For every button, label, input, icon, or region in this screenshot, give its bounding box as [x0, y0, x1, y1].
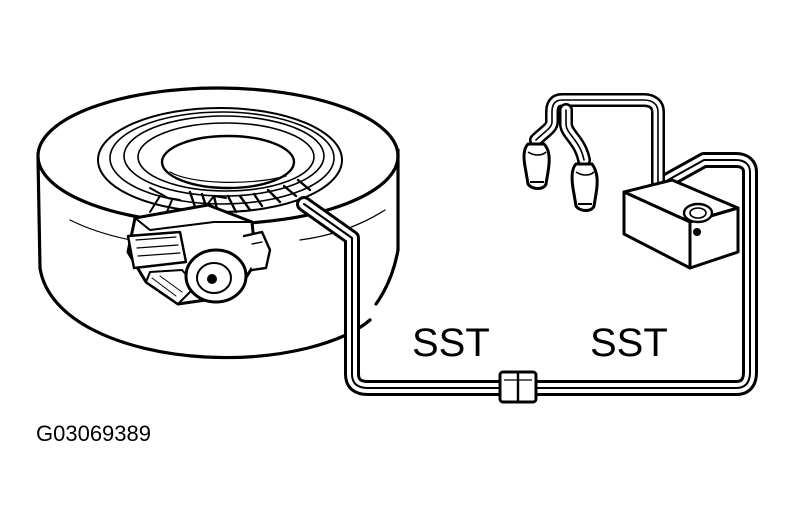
- inline-connector: [498, 370, 538, 404]
- lead-plug-2: [570, 162, 599, 212]
- battery-leads: [529, 93, 665, 191]
- sst-label-left: SST: [412, 321, 490, 365]
- airbag-module: [126, 195, 272, 306]
- lead-plug-1: [522, 142, 551, 190]
- figure-id: G03069389: [36, 421, 151, 446]
- sst-wire-left: [296, 196, 514, 396]
- sst-tool-box: [622, 178, 740, 270]
- sst-label-right: SST: [590, 321, 668, 365]
- sst-wire-right: [524, 152, 758, 396]
